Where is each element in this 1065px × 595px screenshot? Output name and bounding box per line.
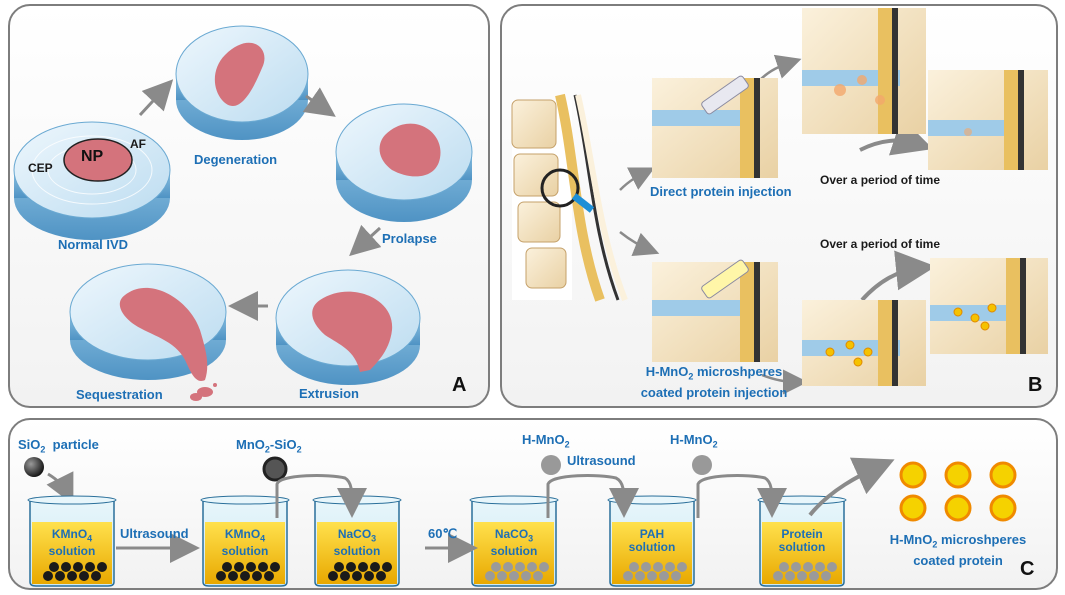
over-time-label-2: Over a period of time xyxy=(820,237,941,251)
beaker-label-solution: solution xyxy=(48,544,96,559)
beaker-label-solution: solution xyxy=(221,544,269,559)
sio2-rest: particle xyxy=(45,437,99,452)
result-part2: microshperes xyxy=(937,532,1027,547)
disc-extrusion xyxy=(275,269,421,385)
beaker-label-sub: 3 xyxy=(528,533,534,544)
direct-injection-label: Direct protein injection xyxy=(650,184,792,199)
panel-b-arrows xyxy=(619,54,936,395)
beaker-label-sub: 4 xyxy=(87,533,93,544)
hmno2-sphere-1 xyxy=(541,455,561,475)
coated-label-sub: 2 xyxy=(688,371,694,382)
stage-sequestration: Sequestration xyxy=(76,387,163,402)
result-part3: coated protein xyxy=(913,552,1003,568)
tile-direct-early xyxy=(802,8,926,134)
disc-sequestration xyxy=(69,263,227,401)
result-part1: H-MnO xyxy=(889,532,933,547)
panel-a-arrows xyxy=(138,79,382,321)
mno2-sio2-label: MnO2-SiO2 xyxy=(236,437,302,455)
beaker-label-main: PAH xyxy=(639,527,665,541)
stage-degeneration: Degeneration xyxy=(194,152,278,167)
beaker-4 xyxy=(469,495,559,587)
coated-label-part2: microshperes xyxy=(693,364,783,379)
disc-prolapse xyxy=(335,103,473,222)
mno2-sio2-sphere xyxy=(262,456,288,482)
coated-injection-label: H-MnO2 microshperes coated protein injec… xyxy=(634,364,794,401)
hmno2-1-text: H-MnO xyxy=(522,432,565,447)
beaker-label-sub: 4 xyxy=(260,533,266,544)
panel-letter-c: C xyxy=(1020,558,1035,580)
beaker-5 xyxy=(607,495,697,587)
mno2-part1: MnO xyxy=(236,437,265,452)
coated-label-part1: H-MnO xyxy=(645,364,689,379)
disc-degeneration xyxy=(175,25,309,140)
beaker-label-solution: solution xyxy=(778,540,826,554)
stage-extrusion: Extrusion xyxy=(299,386,359,401)
hmno2-sphere-2 xyxy=(692,455,712,475)
hmno2-label-1: H-MnO2 xyxy=(522,432,570,450)
beaker-label-solution: solution xyxy=(628,540,676,554)
beaker-label-main: Protein xyxy=(781,527,823,541)
sio2-main: SiO xyxy=(18,437,41,452)
beaker-label-main: NaCO xyxy=(337,527,372,541)
ultrasound-label-2: Ultrasound xyxy=(567,453,636,468)
hmno2-label-2: H-MnO2 xyxy=(670,432,718,450)
beaker-3 xyxy=(312,495,402,587)
mno2-part2: -SiO xyxy=(269,437,297,452)
panel-letter-a: A xyxy=(452,374,467,396)
beaker-label-main: NaCO xyxy=(494,527,529,541)
beaker-label-main: KMnO xyxy=(224,527,261,541)
over-time-label-1: Over a period of time xyxy=(820,173,941,187)
hmno2-2-sub: 2 xyxy=(712,439,718,450)
af-label: AF xyxy=(130,137,146,151)
result-sub: 2 xyxy=(932,539,938,550)
cep-label: CEP xyxy=(28,161,53,175)
result-microspheres xyxy=(899,461,1017,522)
tile-direct-inject xyxy=(652,75,778,178)
panel-c-arrows xyxy=(116,457,895,563)
beaker-1 xyxy=(27,495,117,587)
panel-letter-b: B xyxy=(1028,374,1043,396)
beaker-label-main: KMnO xyxy=(51,527,88,541)
mno2-sub2: 2 xyxy=(296,444,302,455)
beaker-label-solution: solution xyxy=(333,544,381,559)
beaker-6 xyxy=(757,495,847,587)
stage-prolapse: Prolapse xyxy=(382,231,437,246)
tile-coated-late xyxy=(930,258,1048,354)
tile-direct-late xyxy=(928,70,1048,170)
beaker-2 xyxy=(200,495,290,587)
np-label: NP xyxy=(81,148,104,165)
coated-label-part3: coated protein injection xyxy=(640,384,788,400)
ultrasound-label-1: Ultrasound xyxy=(120,526,189,541)
hmno2-1-sub: 2 xyxy=(564,439,570,450)
mno2-sub1: 2 xyxy=(264,444,270,455)
sio2-sub: 2 xyxy=(40,444,46,455)
result-label: H-MnO2 microshperes coated protein xyxy=(868,532,1048,569)
beaker-label-solution: solution xyxy=(490,544,538,559)
stage-normal-ivd: Normal IVD xyxy=(58,237,129,252)
disc-normal xyxy=(13,121,171,240)
tile-coated-inject xyxy=(652,259,778,362)
sio2-particle-label: SiO2 particle xyxy=(18,437,99,455)
beakers-group xyxy=(27,495,847,587)
sio2-sphere xyxy=(24,457,44,477)
hmno2-2-text: H-MnO xyxy=(670,432,713,447)
spine-illustration xyxy=(511,93,628,302)
beaker-label-sub: 3 xyxy=(371,533,377,544)
temperature-label: 60℃ xyxy=(428,526,458,541)
tile-coated-early xyxy=(802,300,926,386)
